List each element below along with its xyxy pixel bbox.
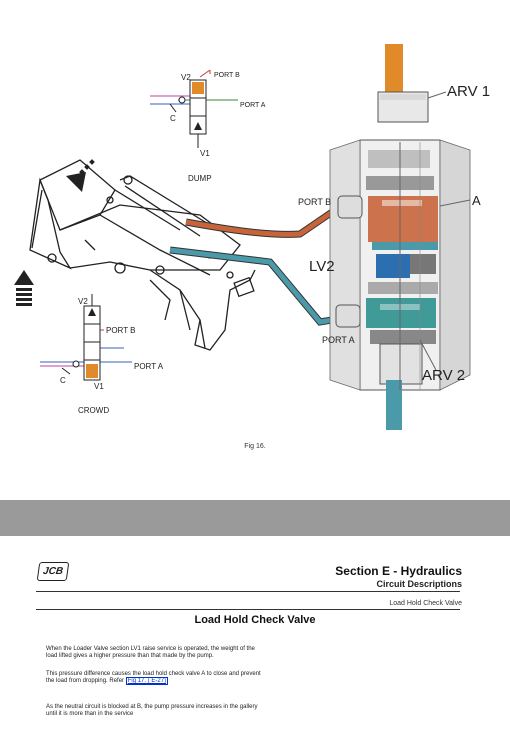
crowd-v2-label: V2 <box>78 297 88 306</box>
dump-valve-symbol: V2 PORT B PORT A C V1 <box>150 69 266 158</box>
crowd-label: CROWD <box>78 406 109 415</box>
paragraph-3: As the neutral circuit is blocked at B, … <box>46 704 258 718</box>
crowd-c-label: C <box>60 376 66 385</box>
a-label: A <box>472 193 481 208</box>
manual-page-text: JCB Section E - Hydraulics Circuit Descr… <box>0 536 510 744</box>
topic-rule <box>36 609 460 610</box>
dump-direction-arrow <box>66 159 95 192</box>
hydraulic-diagram: ARV 1 A LV2 ARV 2 PORT B PORT A V2 PORT … <box>14 44 490 430</box>
header-rule <box>36 591 460 592</box>
section-subtitle: Circuit Descriptions <box>376 579 462 589</box>
crowd-valve-symbol: V2 PORT B PORT A C V1 <box>40 294 164 391</box>
fig-17-link[interactable]: Fig 17. ( E-27) <box>125 677 169 686</box>
lv2-label: LV2 <box>309 258 335 275</box>
dump-v1-label: V1 <box>200 149 210 158</box>
jcb-logo: JCB <box>36 562 70 581</box>
paragraph-1: When the Loader Valve section LV1 raise … <box>46 646 255 660</box>
paragraph-2: This pressure difference causes the load… <box>46 671 266 686</box>
page-heading: Load Hold Check Valve <box>194 614 316 626</box>
valve-block-cutaway <box>329 44 471 430</box>
dump-v2-label: V2 <box>181 73 191 82</box>
section-title: Section E - Hydraulics <box>335 564 462 578</box>
crowd-port-a-label: PORT A <box>134 362 164 371</box>
dump-label: DUMP <box>188 174 212 183</box>
figure-caption: Fig 16. <box>244 443 266 450</box>
port-b-valve-label: PORT B <box>298 197 331 207</box>
dump-c-label: C <box>170 114 176 123</box>
dump-port-a-label: PORT A <box>240 102 266 109</box>
arv2-label: ARV 2 <box>422 367 465 384</box>
crowd-port-b-label: PORT B <box>106 326 136 335</box>
port-a-valve-label: PORT A <box>322 335 355 345</box>
arv1-label: ARV 1 <box>447 83 490 100</box>
paragraph-2-text: This pressure difference causes the load… <box>46 671 261 685</box>
section-topic: Load Hold Check Valve <box>389 600 462 607</box>
crowd-v1-label: V1 <box>94 382 104 391</box>
dump-port-b-label: PORT B <box>214 72 240 79</box>
manual-page-figure: ARV 1 A LV2 ARV 2 PORT B PORT A V2 PORT … <box>0 0 510 500</box>
loader-arm-drawing <box>29 159 256 351</box>
crowd-direction-arrow <box>14 270 34 306</box>
